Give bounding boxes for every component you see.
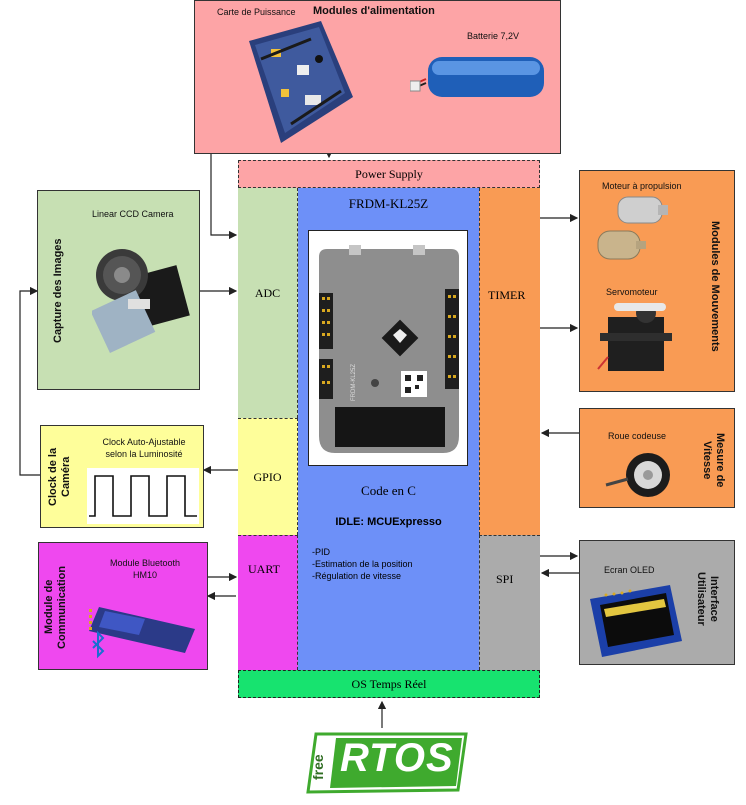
motor-image <box>594 193 674 267</box>
battery-image <box>410 49 545 107</box>
bluetooth-module-image <box>85 597 205 663</box>
ui-module: Interface Utilisateur Ecran OLED <box>579 540 735 665</box>
power-module: Carte de Puissance Modules d'alimentatio… <box>194 0 561 154</box>
power-supply-label: Power Supply <box>355 167 423 182</box>
freertos-free: free <box>310 754 326 780</box>
frdm-board-image <box>309 231 469 467</box>
oled-label: Ecran OLED <box>604 565 655 575</box>
camera-image <box>92 237 192 357</box>
uart-block: UART <box>238 535 298 670</box>
speed-title-line1: Mesure de <box>714 433 726 487</box>
spi-block: SPI <box>479 535 540 670</box>
comm-title-line2: Communication <box>56 565 68 648</box>
clock-title-line1: Clock de la <box>47 448 59 506</box>
os-bar: OS Temps Réel <box>238 670 540 698</box>
comm-module: Module de Communication Module Bluetooth… <box>38 542 208 670</box>
board-print: FRDM-KL25Z <box>351 364 357 401</box>
clock-module-title: Clock de la Caméra <box>47 432 77 522</box>
comm-module-title: Module de Communication <box>43 551 73 663</box>
oled-image <box>586 581 686 661</box>
timer-block: TIMER <box>479 188 540 535</box>
clock-module: Clock de la Caméra Clock Auto-Ajustable … <box>40 425 204 528</box>
clock-title-line2: Caméra <box>60 457 72 497</box>
mcu-block: FRDM-KL25Z <box>298 188 479 670</box>
freertos-rtos: RTOS <box>340 736 454 781</box>
adc-label: ADC <box>255 286 280 301</box>
movement-module-title: Modules de Mouvements <box>708 201 721 371</box>
bt-label: Module Bluetooth HM10 <box>93 557 197 581</box>
power-module-title: Modules d'alimentation <box>313 5 435 17</box>
code-label: Code en C <box>298 483 479 499</box>
feature-item: -PID <box>312 546 413 558</box>
bt-label-line2: HM10 <box>93 569 197 581</box>
power-board-image <box>241 19 356 147</box>
feature-item: -Estimation de la position <box>312 558 413 570</box>
ui-module-title: Interface Utilisateur <box>690 549 720 649</box>
encoder-label: Roue codeuse <box>608 431 666 441</box>
movement-module: Modules de Mouvements Moteur à propulsio… <box>579 170 735 392</box>
servo-label: Servomoteur <box>606 287 658 297</box>
bt-label-line1: Module Bluetooth <box>93 557 197 569</box>
gpio-label: GPIO <box>253 470 281 485</box>
ui-title-line2: Utilisateur <box>695 572 707 626</box>
power-supply-bar: Power Supply <box>238 160 540 188</box>
spi-label: SPI <box>496 572 513 587</box>
bluetooth-icon <box>93 633 103 656</box>
clock-waveform <box>87 468 199 524</box>
speed-module-title: Mesure de Vitesse <box>696 415 726 505</box>
speed-module: Mesure de Vitesse Roue codeuse <box>579 408 735 508</box>
servo-image <box>594 297 680 381</box>
freertos-logo: free RTOS <box>306 730 472 796</box>
clock-desc-line1: Clock Auto-Ajustable <box>91 436 197 448</box>
uart-label: UART <box>248 562 280 577</box>
board-name: FRDM-KL25Z <box>298 196 479 212</box>
clock-desc: Clock Auto-Ajustable selon la Luminosité <box>91 436 197 460</box>
feature-list: -PID -Estimation de la position -Régulat… <box>312 546 413 582</box>
os-label: OS Temps Réel <box>352 677 427 692</box>
comm-title-line1: Module de <box>43 580 55 634</box>
encoder-image <box>602 445 682 505</box>
speed-title-line2: Vitesse <box>701 441 713 479</box>
ui-title-line1: Interface <box>708 576 720 622</box>
feature-item: -Régulation de vitesse <box>312 570 413 582</box>
ide-label: IDLE: MCUExpresso <box>298 516 479 528</box>
board-photo: FRDM-KL25Z <box>308 230 468 466</box>
camera-label: Linear CCD Camera <box>92 209 174 219</box>
adc-block: ADC <box>238 188 298 418</box>
power-card-label: Carte de Puissance <box>217 7 296 17</box>
clock-desc-line2: selon la Luminosité <box>91 448 197 460</box>
camera-module-title: Capture des Images <box>52 221 65 361</box>
timer-label: TIMER <box>488 288 525 303</box>
gpio-block: GPIO <box>238 418 298 535</box>
camera-module: Capture des Images Linear CCD Camera <box>37 190 200 390</box>
battery-label: Batterie 7,2V <box>467 31 519 41</box>
motor-label: Moteur à propulsion <box>602 181 682 191</box>
